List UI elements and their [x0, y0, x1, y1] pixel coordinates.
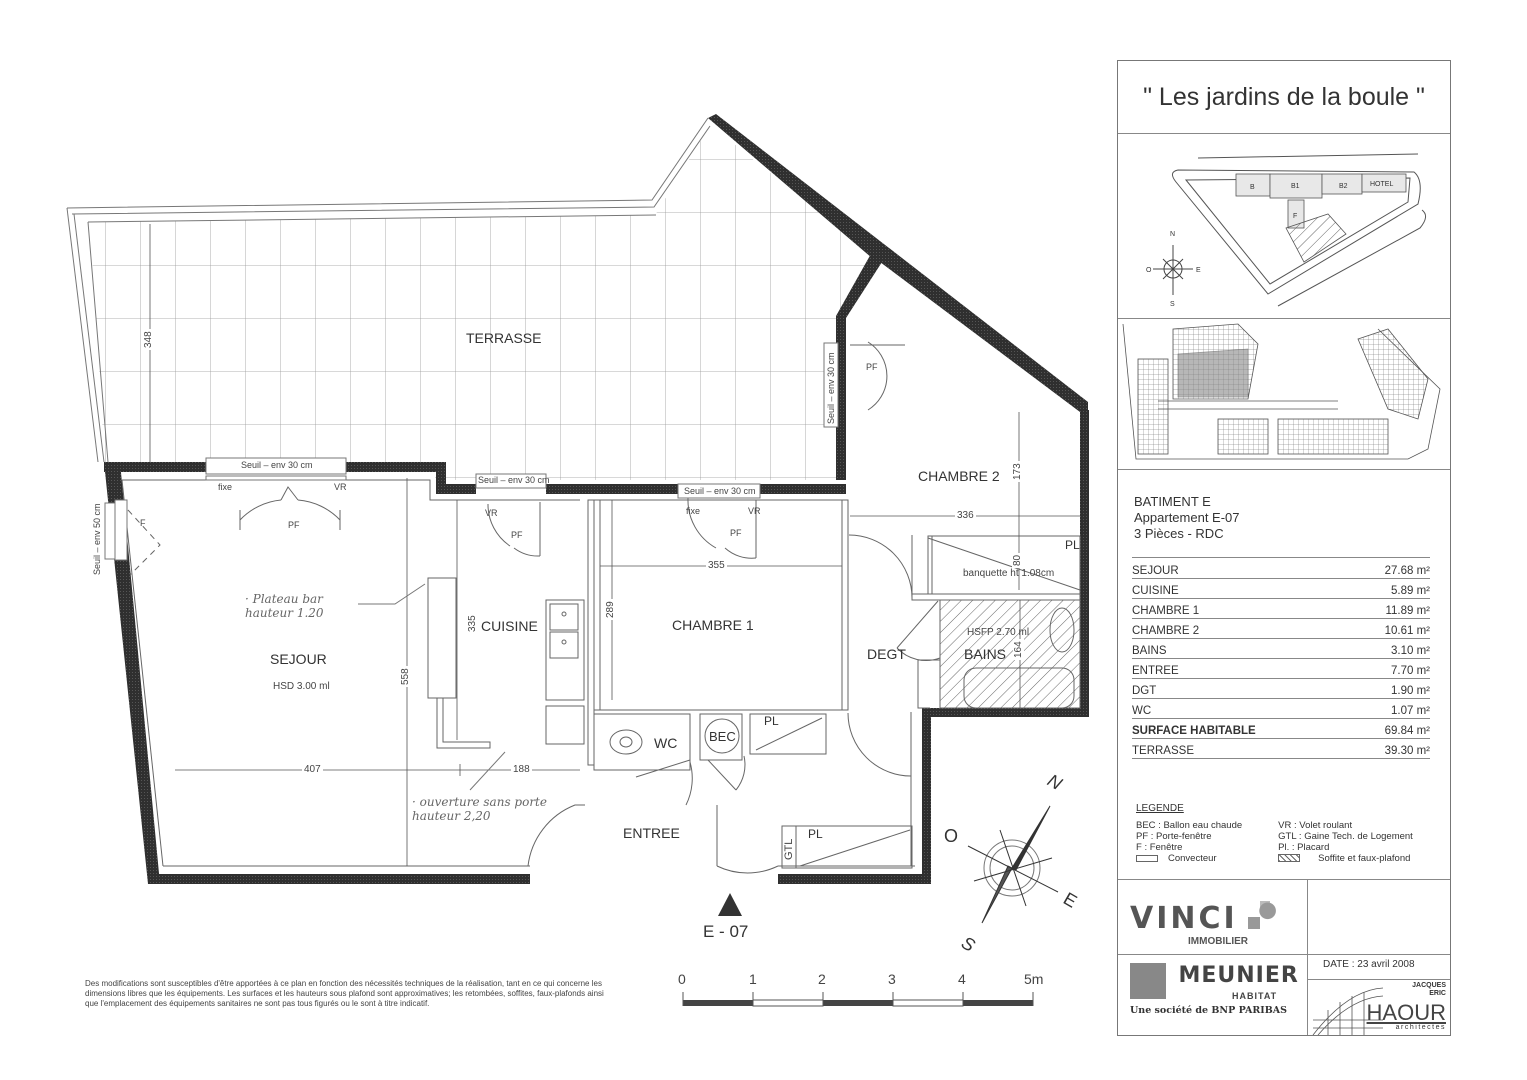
unit-marker-label: E - 07 — [703, 922, 749, 941]
room-label-terrasse: TERRASSE — [466, 330, 542, 346]
meunier-logo: MEUNIER HABITAT Une société de BNP PARIB… — [1130, 963, 1299, 1016]
compass-rose-graphic — [967, 805, 1059, 924]
vinci-logo-icon — [1248, 901, 1277, 929]
legend-title: LEGENDE — [1136, 803, 1184, 814]
svg-text:S: S — [1170, 301, 1175, 308]
french-door-label-sejour: PF — [288, 520, 300, 530]
dim-sejour-width: 407 — [302, 764, 323, 775]
building-name: BATIMENT E — [1134, 494, 1211, 509]
disclaimer-text: Des modifications sont susceptibles d'êt… — [85, 979, 604, 1008]
scale-bar-graphic — [682, 992, 1034, 1007]
exterior-walls — [104, 114, 1089, 884]
threshold-label-cuisine: Seuil – env 30 cm — [478, 475, 550, 485]
room-label-chambre-2: CHAMBRE 2 — [918, 468, 1000, 484]
svg-text:B1: B1 — [1291, 183, 1300, 190]
room-label-wc: WC — [654, 735, 678, 751]
apartment-number: Appartement E-07 — [1134, 510, 1240, 525]
legend: LEGENDE BEC : Ballon eau chaude PF : Por… — [1136, 803, 1413, 864]
small-compass-icon — [1153, 245, 1193, 295]
compass-west-label: O — [944, 826, 959, 846]
entrance-marker-icon — [718, 893, 742, 916]
dim-sejour-depth: 558 — [400, 666, 411, 687]
convector-icon — [1136, 854, 1158, 862]
closet-label-1: PL — [764, 714, 779, 728]
svg-text:HOTEL: HOTEL — [1370, 181, 1393, 188]
apartment-info: BATIMENT E Appartement E-07 3 Pièces - R… — [1134, 494, 1240, 542]
thresholds — [104, 342, 839, 561]
svg-text:E: E — [1196, 267, 1201, 274]
threshold-label-chambre1: Seuil – env 30 cm — [684, 486, 756, 496]
site-plan-map: B B1 B2 HOTEL F N S E O — [1146, 153, 1426, 308]
architect-logo-icon — [1312, 987, 1384, 1035]
dim-cuisine-depth: 335 — [467, 613, 478, 634]
french-door-label-cuisine: PF — [511, 530, 523, 540]
svg-text:B: B — [1250, 184, 1255, 191]
architect-logo: JACQUES ERIC HAOUR architectes — [1308, 980, 1450, 1035]
building-floor-overview — [1122, 323, 1441, 460]
room-label-sejour: SEJOUR — [270, 651, 327, 667]
shutter-label-ch1: VR — [748, 506, 761, 516]
dim-chambre1-depth: 289 — [605, 599, 616, 620]
dim-banquette-depth: 80 — [1012, 552, 1023, 568]
dim-cuisine-width: 188 — [511, 764, 532, 775]
room-label-entree: ENTREE — [623, 825, 680, 841]
threshold-label-chambre2: Seuil – env 30 cm — [826, 352, 836, 424]
svg-text:N: N — [1170, 231, 1175, 238]
room-label-chambre-1: CHAMBRE 1 — [672, 617, 754, 633]
shutter-label-cuisine: VR — [485, 508, 498, 518]
fixed-pane-label-ch1: fixe — [686, 506, 701, 516]
fixed-pane-label-sejour: fixe — [218, 482, 233, 492]
threshold-label-sejour: Seuil – env 30 cm — [241, 460, 313, 470]
sejour-ceiling-height: HSD 3.00 ml — [273, 681, 330, 692]
room-label-cuisine: CUISINE — [481, 618, 538, 634]
terrace-area — [66, 117, 880, 480]
title-block: " Les jardins de la boule " B B1 B2 — [1117, 60, 1451, 1036]
closet-label-3: PL — [1065, 538, 1080, 552]
bains-ceiling-height: HSFP 2.70 ml — [967, 627, 1030, 638]
french-door-label-ch2: PF — [866, 362, 878, 372]
threshold-label-side: Seuil – env 50 cm — [92, 503, 102, 575]
banquette-label: banquette ht 1.08cm — [963, 568, 1055, 579]
window-label-side: F — [140, 518, 146, 528]
room-label-degt: DEGT — [867, 646, 906, 662]
handwritten-note-bar: · Plateau bar hauteur 1.20 — [245, 592, 324, 621]
handwritten-note-opening: · ouverture sans porte hauteur 2,20 — [412, 795, 547, 824]
dim-terrasse-depth: 348 — [143, 329, 154, 350]
svg-text:B2: B2 — [1339, 183, 1348, 190]
dim-chambre1-width: 355 — [706, 560, 727, 571]
building-plan-section — [1118, 319, 1450, 470]
site-plan-section: B B1 B2 HOTEL F N S E O — [1118, 134, 1450, 319]
svg-text:O: O — [1146, 267, 1152, 274]
project-title: " Les jardins de la boule " — [1143, 82, 1425, 111]
dim-bains: 164 — [1013, 639, 1024, 660]
title-section: " Les jardins de la boule " — [1118, 61, 1450, 134]
svg-text:F: F — [1293, 213, 1297, 220]
gtl-label: GTL — [783, 838, 795, 860]
shutter-label-sejour: VR — [334, 482, 347, 492]
hatch-swatch-icon — [1278, 854, 1301, 863]
apartment-type: 3 Pièces - RDC — [1134, 526, 1224, 541]
dim-chambre2-depth: 173 — [1012, 461, 1023, 482]
french-door-label-ch1: PF — [730, 528, 742, 538]
soffit-hatch — [939, 599, 1081, 709]
bnp-logo-icon — [1130, 963, 1166, 999]
closet-label-2: PL — [808, 827, 823, 841]
room-label-bec: BEC — [709, 729, 736, 744]
plan-date: DATE : 23 avril 2008 — [1323, 959, 1415, 970]
room-label-bains: BAINS — [964, 646, 1007, 662]
dim-chambre2-width: 336 — [955, 510, 976, 521]
vinci-logo: VINCI IMMOBILIER — [1130, 901, 1277, 947]
